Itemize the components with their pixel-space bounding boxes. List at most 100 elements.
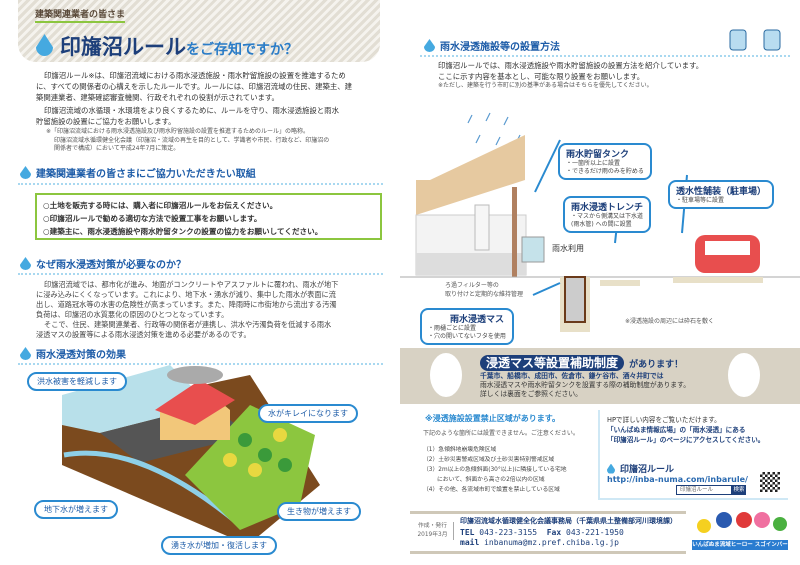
why-line: そこで、住民、建築関連業者、行政等の関係者が連携し、洪水や汚濁負荷を低減する雨水 (44, 320, 332, 329)
subsidy-text: 千葉市、船橋市、成田市、佐倉市、鎌ケ谷市、酒々井町では 雨水浸透マスや雨水貯留タ… (480, 372, 690, 399)
subsidy-line: 雨水浸透マスや雨水貯留タンクを設置する際の補助制度があります。 (480, 381, 691, 389)
callout-paving: 透水性舗装（駐車場） ・駐車場等に設置 (668, 180, 775, 209)
prohibited-item: （2）土砂災害警戒区域及び土砂災害特別警戒区域 (423, 457, 555, 463)
subsidy-line: 千葉市、船橋市、成田市、佐倉市、鎌ケ谷市、酒々井町では (480, 372, 664, 380)
window (474, 204, 490, 251)
web-url-link[interactable]: http://inba-numa.com/inbarule/ (607, 475, 748, 484)
intro-line: 印旛沼ルールでは、雨水浸透施設や雨水貯留施設の設置方法を紹介しています。 (438, 61, 704, 70)
section-heading-effects: 雨水浸透対策の効果 (20, 346, 126, 361)
filter-note: ろ過フィルター等の取り付けと定期的な維持管理 (445, 282, 523, 299)
qr-code (760, 472, 780, 492)
intro-line: ここに示す内容を基本とし、可能な限り設置をお願いします。 (438, 72, 645, 81)
permeable-paving (673, 277, 763, 283)
section-heading-cooperation: 建築関連業者の皆さまにご協力いただきたい取組 (20, 165, 256, 180)
web-line: 「いんばぬま情報広場」の「雨水浸透」にある (607, 426, 746, 434)
callout-springs: 湧き水が増加・復活します (161, 536, 277, 555)
water-drop-icon (20, 257, 31, 270)
house-base (416, 253, 526, 275)
footer-contact: TEL 043-223-3155 Fax 043-221-1950 (460, 528, 624, 537)
callout-title: 雨水貯留タンク (566, 150, 630, 160)
heading-text: 建築関連業者の皆さまにご協力いただきたい取組 (36, 169, 256, 180)
divider (18, 183, 383, 185)
infiltration-mass (564, 276, 586, 323)
title-main: 印旛沼ルール (60, 35, 186, 59)
rain-lines (467, 112, 521, 146)
mascot-tanks-icon (729, 29, 781, 51)
intro-note: ※ただし、建築を行う市町に別の基準がある場合はそちらを優先してください。 (438, 82, 653, 89)
note-line: 関係者で構成）において平成24年7月に策定。 (54, 145, 180, 152)
water-drop-icon (424, 39, 435, 52)
callout-rain-tank: 雨水貯留タンク ・一箇所以上に設置 ・できるだけ雨のみを貯める (558, 143, 652, 180)
rain-cloud (167, 366, 223, 384)
web-info-box (598, 410, 788, 500)
callout-line: ・雨樋ごとに設置 (428, 325, 477, 332)
intro-line: 印旛沼ルール※は、印旛沼流域における雨水浸透施設・雨水貯留施設の設置を推進するた… (44, 71, 346, 80)
callout-title: 雨水浸透トレンチ (571, 203, 644, 213)
note-line: 印旛沼流域水循環健全化会議（印旛沼・流域の再生を目的として、学識者や市民、行政な… (54, 136, 330, 144)
callout-clean-water: 水がキレイになります (258, 404, 358, 423)
subsidy-title: 浸透マス等設置補助制度 があります！ (480, 352, 683, 371)
why-line: 出し、道路冠水等の水害の危険性が高まっています。また、降雨時に市街地から流出する… (36, 300, 337, 309)
section-heading-why: なぜ雨水浸透対策が必要なのか？ (20, 256, 186, 271)
trench (600, 280, 640, 286)
callout-flood: 洪水被害を軽減します (27, 372, 127, 391)
why-line: 印旛沼流域では、都市化が進み、地面がコンクリートやアスファルトに覆われ、雨水が地… (44, 280, 339, 289)
note-line: 取り付けと定期的な維持管理 (445, 290, 524, 298)
intro-line: 貯留施設の設置にご協力をお願いします。 (36, 117, 176, 126)
heading-text: なぜ雨水浸透対策が必要なのか？ (36, 260, 186, 271)
mail-value[interactable]: inbanuma@mz.pref.chiba.lg.jp (484, 538, 619, 547)
effects-illustration (62, 365, 320, 545)
water-drop-icon (20, 166, 31, 179)
subsidy-line: 詳しくは裏面をご参照ください。 (480, 390, 582, 398)
callout-title: 透水性舗装（駐車場） (676, 187, 767, 197)
rain-use-label: 雨水利用 (552, 244, 584, 253)
divider (18, 363, 383, 365)
kicker: 建築関連業者の皆さま (35, 7, 126, 23)
callout-wildlife: 生き物が増えます (277, 502, 361, 521)
note-line: ろ過フィルター等の (445, 282, 499, 289)
search-button[interactable]: 検索 (732, 485, 746, 495)
title-rest: をご存知ですか？ (186, 42, 298, 58)
heading-text: 雨水浸透施設等の設置方法 (440, 42, 560, 53)
fax-label: Fax (546, 528, 562, 537)
search-box: 印旛沼ルール 検索 (676, 485, 746, 495)
intro-line: に、すべての関係者の心構えを示したルールです。ルールには、印旛沼流域の住民、建築… (36, 82, 353, 91)
rain-tank (521, 236, 545, 263)
water-drop-icon (20, 347, 31, 360)
divider (420, 55, 790, 57)
footer-org: 印旛沼流域水循環健全化会議事務局（千葉県県土整備部河川環境課） (460, 517, 677, 525)
callout-line: ・一箇所以上に設置 (566, 160, 621, 167)
downpipe (512, 187, 517, 277)
intro-line: 印旛沼流域の水循環・水環境をより良くするために、ルールを守り、雨水浸透施設と雨水 (44, 106, 339, 115)
intro-line: 築関連業者、建築確認審査機関、行政それぞれの役割が示されています。 (36, 93, 279, 102)
footer-rule (410, 551, 686, 554)
web-line: 「印旛沼ルール」のページにアクセスしてください。 (607, 436, 765, 444)
footer-mail: mail inbanuma@mz.pref.chiba.lg.jp (460, 538, 619, 547)
house-roof (416, 135, 525, 215)
header-band (18, 0, 380, 62)
callout-trench: 雨水浸透トレンチ ・マスから側溝又は下水道 (雨水管) への間に設置 (563, 196, 652, 233)
mascot-caption: いんばぬま流域ヒーロー スゴインバー (692, 540, 788, 550)
note-line: ※「印旛沼流域における雨水浸透施設及び雨水貯留施設の設置を推進するためのルール」… (46, 128, 310, 135)
prohibited-item: （4）その他、各流域市町で設置を禁止している区域 (423, 487, 560, 493)
mascot-heroes-icon (697, 512, 787, 533)
issued-info: 作成・発行 2019年3月 (412, 522, 454, 540)
cooperation-item: ○建築主に、雨水浸透施設や雨水貯留タンクの設置の協力をお願いしてください。 (43, 227, 323, 236)
callout-line: ・できるだけ雨のみを貯める (566, 168, 644, 175)
fax-value: 043-221-1950 (566, 528, 624, 537)
prohibited-item: において、斜面から高さの2倍以内の区域 (437, 477, 545, 483)
tel-value: 043-223-3155 (479, 528, 538, 537)
subsidy-title-main: 浸透マス等設置補助制度 (480, 355, 625, 371)
why-line: に浸み込みにくくなっています。これにより、地下水・湧水が減り、集中した雨水が表面… (36, 290, 336, 299)
water-drop-icon (607, 463, 615, 474)
search-input[interactable]: 印旛沼ルール (676, 485, 732, 495)
callout-line: ・穴の開いてないフタを使用 (428, 333, 506, 340)
mail-label: mail (460, 538, 480, 547)
issued-date: 2019年3月 (417, 532, 448, 538)
callout-title: 雨水浸透マス (450, 315, 505, 325)
web-line: HPで詳しい内容をご覧いただけます。 (607, 416, 721, 424)
callout-line: (雨水管) への間に設置 (571, 221, 632, 228)
callout-groundwater: 地下水が増えます (34, 500, 118, 519)
issued-label: 作成・発行 (418, 523, 447, 529)
cooperation-box: ○土地を販売する時には、購入者に印旛沼ルールをお伝えください。 ○印旛沼ルールで… (35, 193, 382, 240)
